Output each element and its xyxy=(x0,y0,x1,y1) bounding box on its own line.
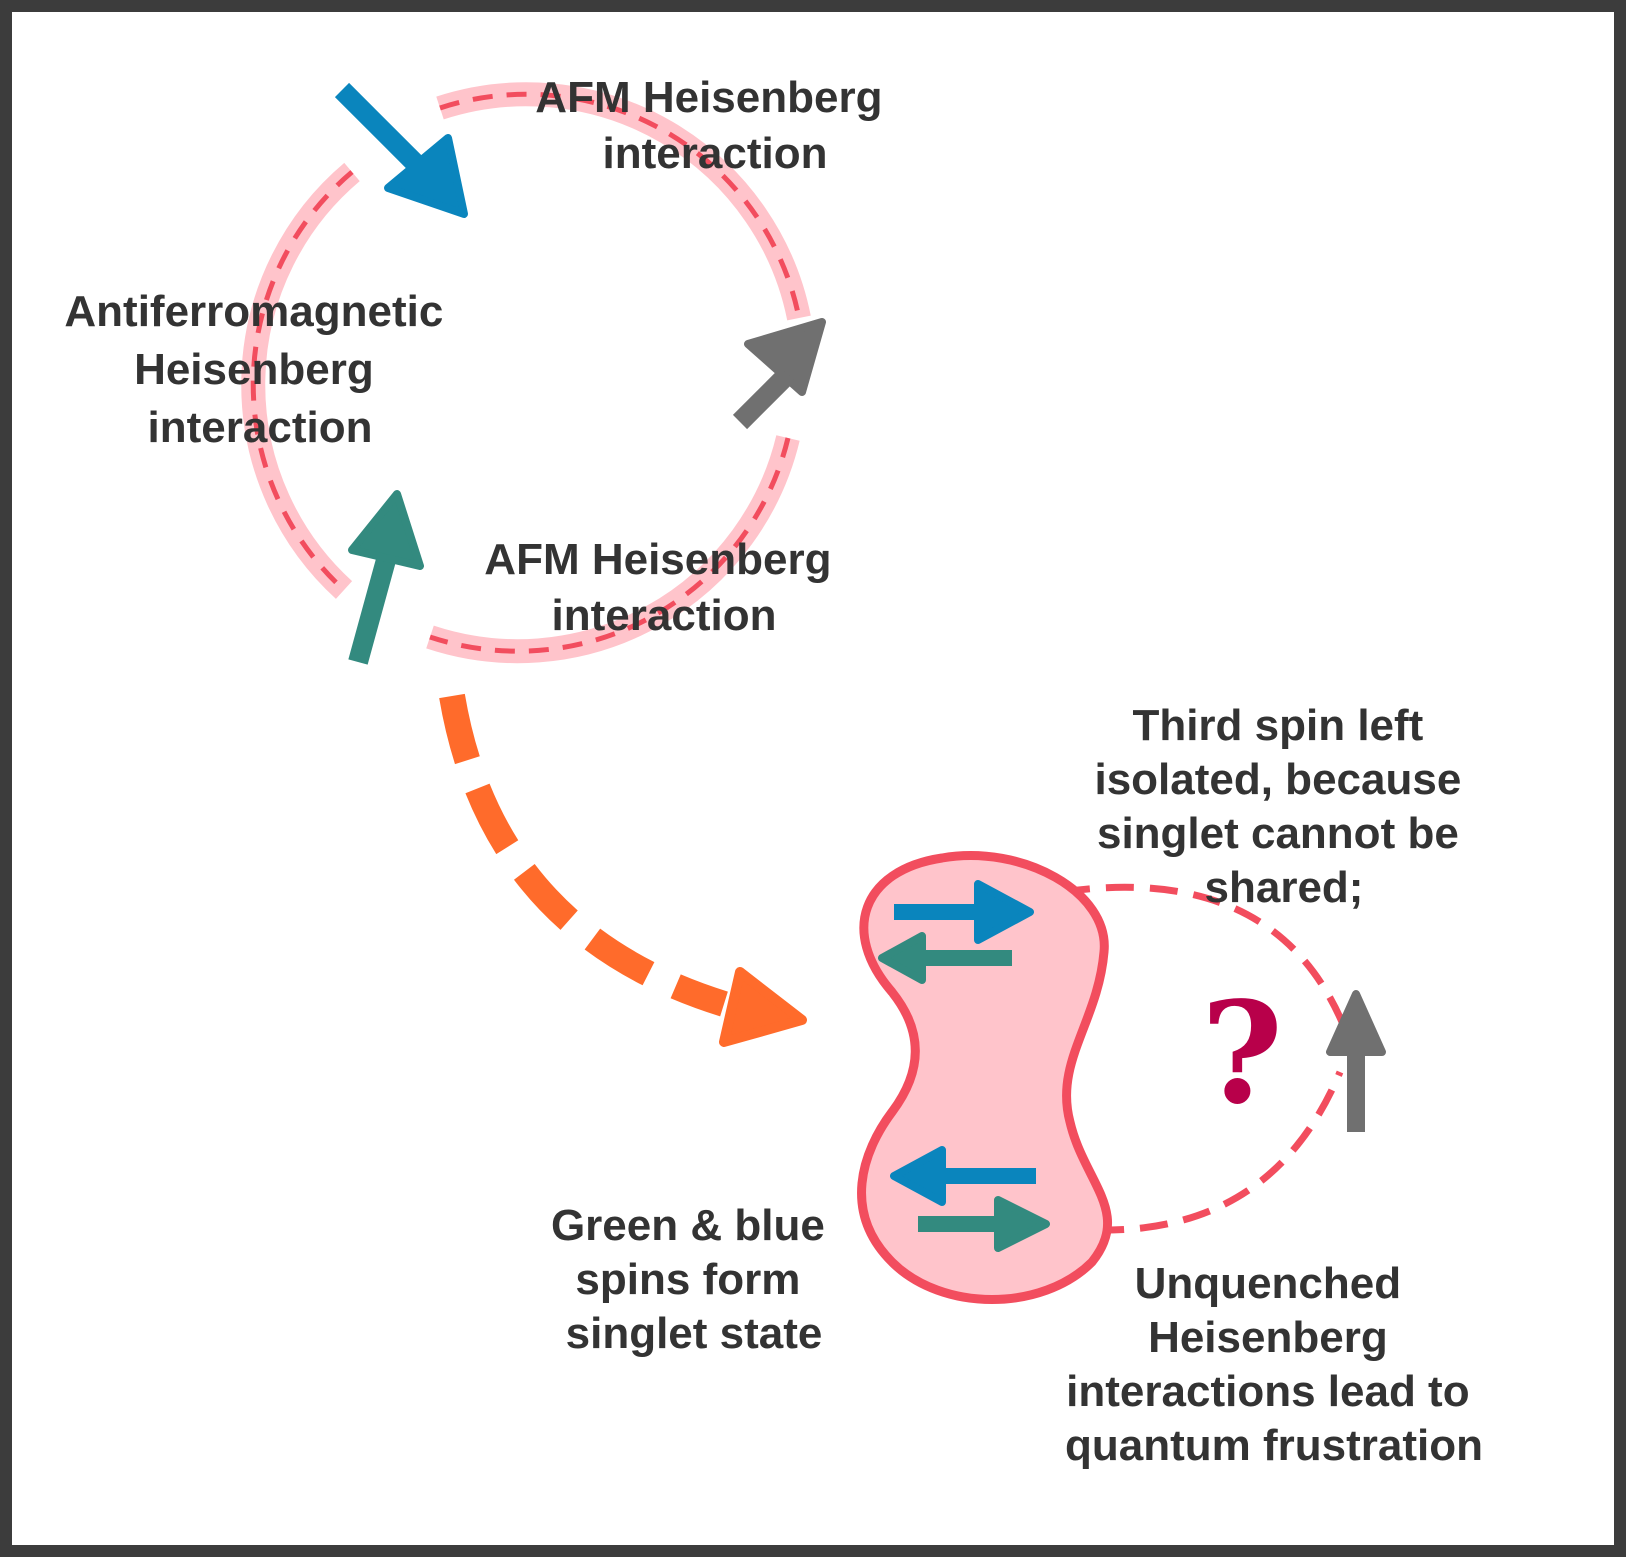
bond-top-right-halo xyxy=(436,82,811,321)
afm-bottom-label-line2: interaction xyxy=(552,591,777,640)
third-spin-label-line4: shared; xyxy=(1205,863,1364,912)
third-spin-label-line1: Third spin left xyxy=(1132,701,1423,750)
unquenched-label-line2: Heisenberg xyxy=(1148,1313,1388,1362)
gray-spin-arrow xyxy=(732,318,826,430)
isolated-gray-spin-arrow xyxy=(1326,990,1386,1132)
afm-left-label: Antiferromagnetic Heisenberg interaction xyxy=(64,287,455,452)
frustration-diagram: AFM Heisenberg interaction Antiferromagn… xyxy=(64,73,1483,1470)
diagram-canvas: AFM Heisenberg interaction Antiferromagn… xyxy=(12,12,1614,1545)
green-spin-arrow xyxy=(348,490,424,665)
singlet-label-line2: spins form xyxy=(575,1255,800,1304)
question-mark-icon: ? xyxy=(1201,972,1283,1136)
singlet-blue-spin-left xyxy=(890,1146,1036,1206)
afm-top-label-line2: interaction xyxy=(603,129,828,178)
afm-left-label-line1: Antiferromagnetic xyxy=(64,287,443,336)
singlet-green-spin-right xyxy=(918,1196,1050,1252)
afm-left-label-line2: Heisenberg xyxy=(134,345,374,394)
third-spin-label-line2: isolated, because xyxy=(1094,755,1461,804)
unquenched-label-line1: Unquenched xyxy=(1135,1259,1401,1308)
unquenched-label-line4: quantum frustration xyxy=(1065,1421,1483,1470)
singlet-label-line1: Green & blue xyxy=(551,1201,825,1250)
dangling-bonds xyxy=(1061,883,1346,1234)
singlet-blue-spin-right xyxy=(894,880,1034,944)
third-spin-label-line3: singlet cannot be xyxy=(1097,809,1459,858)
afm-bond-ring xyxy=(241,82,811,664)
blue-spin-arrow xyxy=(334,82,468,218)
bond-left-dash xyxy=(250,170,354,592)
afm-bottom-label-line1: AFM Heisenberg xyxy=(484,535,831,584)
singlet-green-spin-left xyxy=(878,932,1012,984)
third-spin-label: Third spin left isolated, because single… xyxy=(1094,701,1473,912)
process-arrow xyxy=(439,693,807,1047)
bond-top-dangling xyxy=(1061,883,1346,1024)
singlet-label-line3: singlet state xyxy=(566,1309,823,1358)
afm-bottom-label: AFM Heisenberg interaction xyxy=(484,535,843,640)
afm-top-label: AFM Heisenberg interaction xyxy=(535,73,894,178)
unquenched-label-line3: interactions lead to xyxy=(1066,1367,1469,1416)
afm-top-label-line1: AFM Heisenberg xyxy=(535,73,882,122)
bond-bottom-dangling xyxy=(1095,1070,1344,1234)
unquenched-label: Unquenched Heisenberg interactions lead … xyxy=(1065,1259,1483,1470)
afm-left-label-line3: interaction xyxy=(148,403,373,452)
bond-bottom-right-dash xyxy=(429,437,791,654)
singlet-label: Green & blue spins form singlet state xyxy=(551,1201,837,1358)
bond-top-right-dash xyxy=(439,91,802,319)
